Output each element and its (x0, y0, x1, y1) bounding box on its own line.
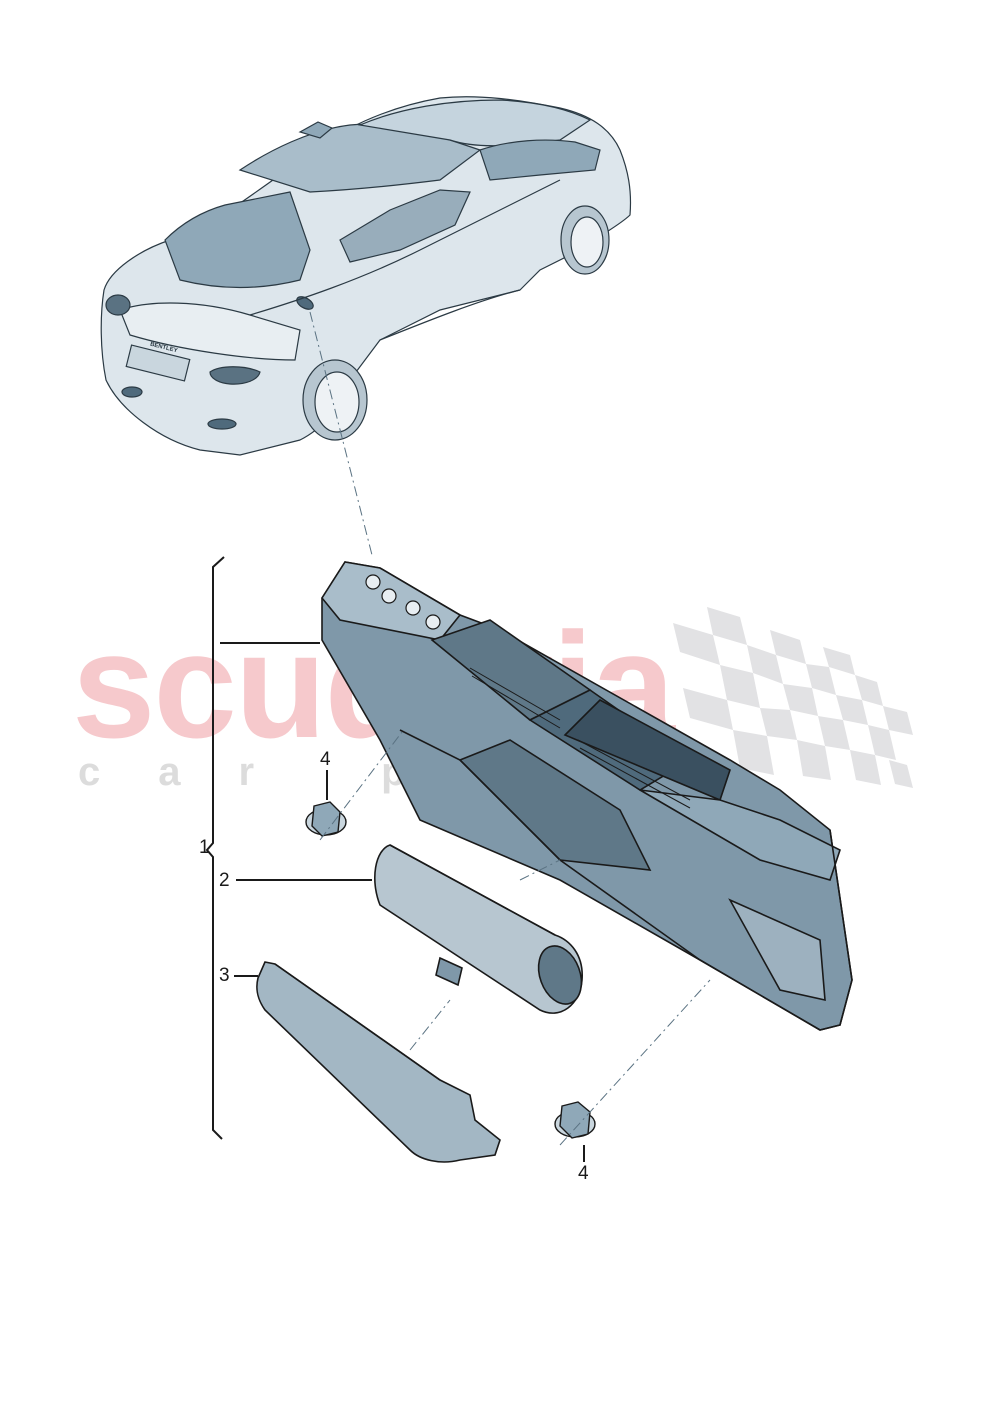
car-body (100, 96, 632, 456)
group-bracket (205, 556, 225, 1140)
callout-3: 3 (219, 965, 230, 986)
part-4-nut-lower (554, 1101, 596, 1139)
control-unit-housing (321, 561, 853, 1031)
part-3-cover-plate (256, 961, 501, 1163)
part-4-nut-upper (305, 801, 347, 837)
callout-2: 2 (219, 870, 230, 891)
part-2-cylinder (374, 844, 583, 1014)
leader-lines (220, 642, 585, 1162)
connector-pins (365, 574, 441, 630)
callout-4-upper: 4 (320, 749, 331, 770)
callout-1: 1 (199, 837, 210, 858)
callout-4-lower: 4 (578, 1163, 589, 1184)
connector-pin-rows (469, 667, 691, 809)
